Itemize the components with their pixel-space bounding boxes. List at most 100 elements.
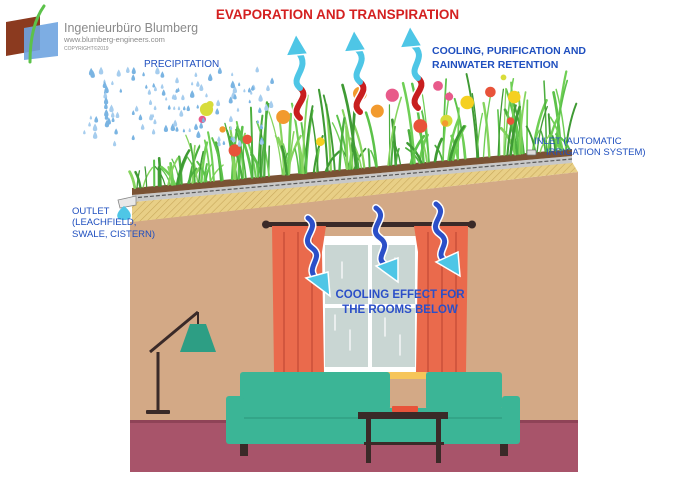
flower [385, 88, 399, 102]
grass-blade [434, 144, 444, 162]
flower [199, 102, 214, 116]
grass-blade [548, 134, 563, 152]
grass-blade [433, 137, 444, 163]
rain-drop [258, 94, 263, 102]
grass-blade [551, 135, 556, 152]
flower [370, 104, 384, 118]
grass-blade [294, 148, 300, 175]
roof-soil-layer [132, 149, 572, 195]
rain-drop [104, 113, 109, 120]
grass-blade [167, 157, 179, 186]
brand-name: Ingenieurbüro Blumberg [64, 21, 199, 35]
rain-drop [270, 77, 274, 85]
inlet-nozzle [526, 149, 537, 156]
rain-drop [232, 85, 238, 94]
rain-drop [83, 129, 86, 135]
rain-drop [217, 135, 221, 142]
rain-drop [182, 105, 186, 111]
rain-drop [134, 105, 139, 112]
rain-drop [217, 140, 221, 147]
rain-drop [231, 72, 234, 77]
grass-blade [410, 82, 425, 164]
evaporation-arrow-1 [284, 32, 310, 123]
grass-blade [288, 131, 295, 175]
grass-blade [540, 130, 546, 153]
flower [500, 74, 507, 81]
grass-blade [211, 137, 224, 181]
rain-drop [196, 104, 199, 109]
rain-drop [131, 67, 136, 75]
grass-blade [338, 116, 346, 171]
rain-drop [163, 124, 169, 132]
curtain-rod [266, 222, 472, 227]
rain-drop [222, 140, 226, 145]
rain-drop [90, 70, 95, 78]
rain-drop [109, 104, 114, 113]
rain-drop [189, 90, 195, 98]
rain-drop [230, 80, 236, 89]
rain-drop [88, 121, 91, 127]
grass-blade [390, 125, 396, 166]
grass-blade [539, 134, 551, 153]
rain-drop [216, 99, 221, 107]
grass-blade [187, 167, 198, 184]
grass-blade [175, 149, 191, 186]
rain-drop [151, 128, 156, 135]
grass-blade [457, 107, 460, 161]
rain-drop [215, 107, 220, 115]
rain-drop [199, 83, 204, 91]
grass-blade [235, 129, 247, 179]
precipitation-label: PRECIPITATION [144, 59, 220, 70]
roof-flowers [198, 74, 521, 157]
rain-drop [103, 91, 108, 99]
rain-drop [102, 81, 107, 89]
rain-drop [217, 66, 222, 74]
grass-blade [409, 134, 426, 165]
grass-blade [448, 125, 466, 162]
grass-blade [420, 108, 430, 163]
grass-blade [142, 166, 154, 188]
outlet-label-line-3: SWALE, CISTERN) [72, 228, 156, 240]
cooling-rooms-label: COOLING EFFECT FOR THE ROOMS BELOW [300, 288, 500, 318]
rain-drop [181, 94, 185, 101]
grass-blade [503, 77, 515, 156]
grass-blade [345, 125, 349, 171]
rain-drop [237, 82, 241, 87]
rain-drop [258, 107, 262, 114]
rain-drop [236, 107, 240, 112]
rain-drop [175, 76, 179, 84]
rain-drop [182, 128, 186, 133]
grass-blade [296, 139, 305, 175]
rain-drop [153, 118, 157, 125]
grass-blade [160, 168, 171, 186]
grass-blade [203, 139, 212, 182]
flower [413, 119, 428, 133]
rain-drop [131, 74, 136, 81]
grass-blade [465, 73, 479, 159]
rain-drop [208, 73, 213, 82]
flower [445, 92, 454, 101]
roof-drainage-layer [132, 156, 572, 202]
rain-drop [266, 84, 270, 92]
rain-drop [119, 88, 123, 93]
rain-drop [153, 86, 157, 92]
grass-blade [324, 150, 341, 172]
rain-drop [188, 127, 191, 133]
grass-blade [513, 114, 522, 155]
rain-drop [201, 117, 205, 123]
outlet-label-line-2: (LEACHFIELD, [72, 217, 137, 229]
grass-blade [287, 112, 293, 176]
rain-drop [145, 84, 148, 89]
rain-drop [205, 93, 208, 98]
grass-blade [518, 91, 527, 155]
rain-drop [131, 110, 135, 116]
evaporation-arrow-3 [398, 24, 426, 113]
rain-drop [161, 89, 166, 96]
flower [276, 110, 291, 124]
diagram-title: EVAPORATION AND TRANSPIRATION [215, 7, 460, 22]
rain-drop [199, 122, 204, 129]
rain-drop [228, 96, 233, 104]
grass-blade [387, 96, 402, 167]
flower [228, 144, 241, 157]
rain-drop [147, 89, 152, 95]
